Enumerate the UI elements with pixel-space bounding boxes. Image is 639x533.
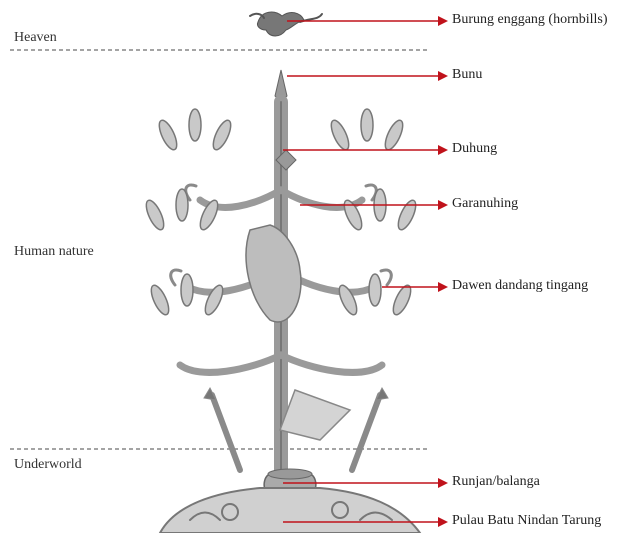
callout-bunu: Bunu <box>452 67 482 83</box>
zone-label-underworld: Underworld <box>14 457 82 473</box>
tree-illustration <box>143 12 420 533</box>
central-ornament <box>246 225 301 322</box>
spear-left <box>212 395 240 470</box>
spear-right <box>352 395 380 470</box>
callout-garanuhing: Garanuhing <box>452 196 518 212</box>
callout-pulau: Pulau Batu Nindan Tarung <box>452 513 601 529</box>
reed-bundle <box>280 390 350 440</box>
callout-runjan: Runjan/balanga <box>452 474 540 490</box>
zone-label-heaven: Heaven <box>14 30 57 46</box>
callout-duhung: Duhung <box>452 141 497 157</box>
callout-dawen: Dawen dandang tingang <box>452 278 588 294</box>
callout-arrows <box>283 21 446 522</box>
hornbill-icon <box>250 12 322 36</box>
island-base <box>160 488 420 533</box>
zone-label-human-nature: Human nature <box>14 244 94 260</box>
callout-hornbills: Burung enggang (hornbills) <box>452 12 608 28</box>
